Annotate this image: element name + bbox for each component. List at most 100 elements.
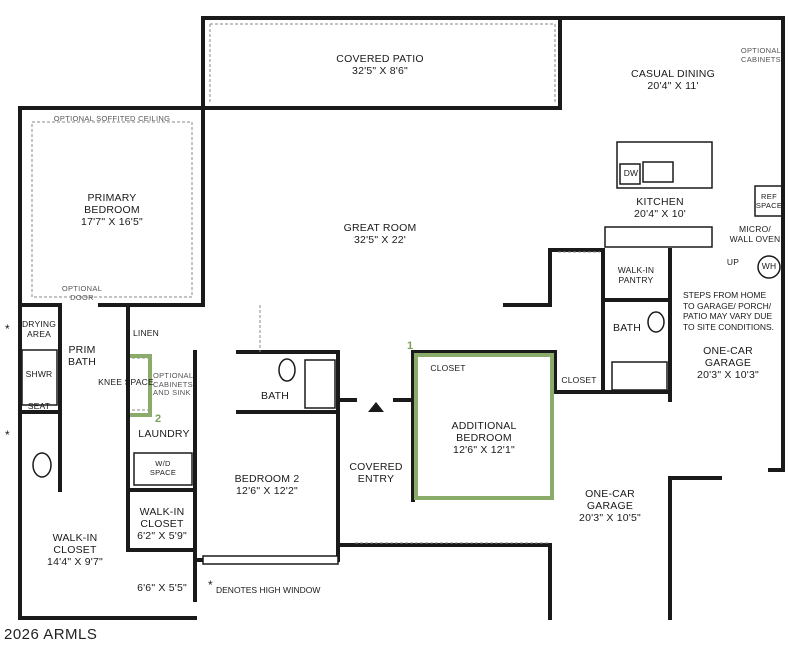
ref-box	[754, 185, 784, 217]
garage2-l2: GARAGE	[586, 500, 634, 513]
note-steps-l3: PATIO MAY VARY DUE	[683, 311, 773, 322]
label-soffited-ceiling: OPTIONAL SOFFITED CEILING	[53, 114, 171, 123]
primary-l1: PRIMARY	[87, 192, 137, 204]
label-great-room: GREAT ROOM 32'5" X 22'	[344, 222, 417, 246]
ref-l2: SPACE	[755, 200, 783, 210]
option-marker-1: 1	[407, 340, 414, 352]
wic-small-l1: WALK-IN	[139, 506, 185, 518]
wic-prim-l1: WALK-IN	[52, 532, 98, 544]
label-opt-cabinets-sink: OPTIONAL CABINETS AND SINK	[153, 371, 194, 398]
note-steps-l1: STEPS FROM HOME	[683, 290, 767, 300]
wic-small-dims: 6'2" X 5'9"	[137, 530, 187, 543]
addl-dims: 12'6" X 12'1"	[453, 444, 515, 457]
label-optional-cabinets-top: OPTIONAL CABINETS	[740, 46, 782, 64]
note-steps-l2: TO GARAGE/ PORCH/	[683, 300, 772, 311]
counter	[604, 226, 713, 248]
toilet-2	[32, 452, 52, 478]
wic-small-l2: CLOSET	[140, 518, 184, 531]
label-one-car-garage-2: ONE-CAR GARAGE 20'3" X 10'5"	[579, 488, 641, 524]
label-walkin-closet-small: WALK-IN CLOSET 6'2" X 5'9"	[137, 506, 187, 542]
opt-cab-sink-l1: OPTIONAL	[153, 371, 194, 380]
label-up: UP	[726, 257, 740, 267]
opt-door-l2: DOOR	[70, 292, 94, 302]
label-primary-bedroom: PRIMARY BEDROOM 17'7" X 16'5"	[81, 192, 143, 228]
wd-l1: W/D	[155, 459, 171, 468]
prim-bath-l1: PRIM	[68, 344, 96, 356]
opt-cab-top-l1: OPTIONAL	[740, 46, 782, 55]
label-wh: WH	[761, 261, 777, 271]
laundry-option-outline	[130, 354, 152, 417]
label-linen: LINEN	[132, 328, 160, 338]
label-small-room: 6'6" X 5'5"	[137, 582, 187, 594]
covered-patio-dims: 32'5" X 8'6"	[352, 65, 408, 78]
toilet-1	[278, 358, 296, 382]
label-closet-2: CLOSET	[561, 375, 597, 385]
micro-l1: MICRO/	[739, 224, 771, 234]
note-garage-steps: STEPS FROM HOME TO GARAGE/ PORCH/ PATIO …	[683, 290, 774, 333]
label-additional-bedroom: ADDITIONAL BEDROOM 12'6" X 12'1"	[451, 420, 516, 456]
label-optional-door: OPTIONAL DOOR	[62, 284, 102, 302]
wall-kitchen-lower	[503, 248, 605, 307]
garage1-l1: ONE-CAR	[703, 345, 753, 357]
star-window-2: *	[5, 428, 10, 442]
wd-space	[133, 452, 193, 486]
prim-bath-l2: BATH	[67, 356, 97, 369]
garage1-l2: GARAGE	[704, 357, 752, 370]
kitchen-island	[616, 141, 713, 189]
star-window-1: *	[5, 322, 10, 336]
option-marker-2: 2	[155, 413, 162, 425]
opt-cab-top-l2: CABINETS	[741, 54, 781, 64]
label-bedroom-2: BEDROOM 2 12'6" X 12'2"	[235, 473, 300, 497]
soffit-outline	[31, 121, 193, 298]
label-dw: DW	[623, 168, 639, 178]
great-room-dims: 32'5" X 22'	[354, 234, 406, 247]
garage1-dims: 20'3" X 10'3"	[697, 369, 759, 382]
label-closet-1: CLOSET	[430, 363, 466, 373]
label-seat: SEAT	[27, 401, 51, 411]
note-high-window: DENOTES HIGH WINDOW	[216, 585, 321, 595]
casual-dining-name: CASUAL DINING	[631, 68, 715, 80]
primary-dims: 17'7" X 16'5"	[81, 216, 143, 229]
label-walkin-closet-primary: WALK-IN CLOSET 14'4" X 9'7"	[47, 532, 103, 568]
wall-closet2	[553, 350, 605, 394]
label-knee-space: KNEE SPACE	[98, 377, 154, 387]
shower	[21, 349, 58, 406]
label-wd-space: W/D SPACE	[149, 459, 177, 477]
kitchen-sink	[642, 161, 674, 183]
sink-prim	[647, 311, 665, 333]
wic-prim-dims: 14'4" X 9'7"	[47, 556, 103, 569]
garage2-dims: 20'3" X 10'5"	[579, 512, 641, 525]
wall-patio-bottom	[201, 16, 562, 110]
casual-dining-dims: 20'4" X 11'	[647, 80, 699, 93]
wall-bath1	[236, 350, 340, 562]
drying-l1: DRYING	[21, 319, 57, 329]
bedroom2-dims: 12'6" X 12'2"	[236, 485, 298, 498]
wic-prim-l2: CLOSET	[53, 544, 97, 557]
micro-l2: WALL OVEN	[729, 233, 781, 244]
label-bath-2: BATH	[612, 322, 642, 334]
label-covered-patio: COVERED PATIO 32'5" X 8'6"	[336, 53, 423, 77]
additional-bedroom-outline	[414, 353, 554, 500]
label-one-car-garage-1: ONE-CAR GARAGE 20'3" X 10'3"	[697, 345, 759, 381]
covered-patio-name: COVERED PATIO	[336, 53, 424, 65]
label-casual-dining: CASUAL DINING 20'4" X 11'	[631, 68, 715, 92]
label-covered-entry: COVERED ENTRY	[349, 461, 402, 485]
star-high-window: *	[208, 578, 213, 592]
bath1-tub	[304, 359, 336, 409]
wd-l2: SPACE	[149, 467, 177, 477]
wall-walkin-small	[126, 488, 197, 552]
label-kitchen: KITCHEN 20'4" X 10'	[634, 196, 686, 220]
opt-cab-sink-l2: CABINETS	[153, 379, 193, 389]
label-walkin-pantry: WALK-IN PANTRY	[618, 265, 655, 286]
drying-l2: AREA	[27, 328, 51, 339]
label-micro-wall-oven: MICRO/ WALL OVEN	[729, 224, 781, 245]
great-room-name: GREAT ROOM	[343, 222, 417, 234]
label-prim-bath: PRIM BATH	[68, 344, 96, 368]
note-steps-l4: TO SITE CONDITIONS.	[683, 321, 774, 332]
entry-arrow	[368, 402, 384, 412]
wall-garage1-right	[768, 248, 785, 472]
label-ref-space: REF SPACE	[755, 192, 783, 210]
label-drying-area: DRYING AREA	[21, 319, 57, 340]
patio-dashed	[209, 23, 556, 104]
